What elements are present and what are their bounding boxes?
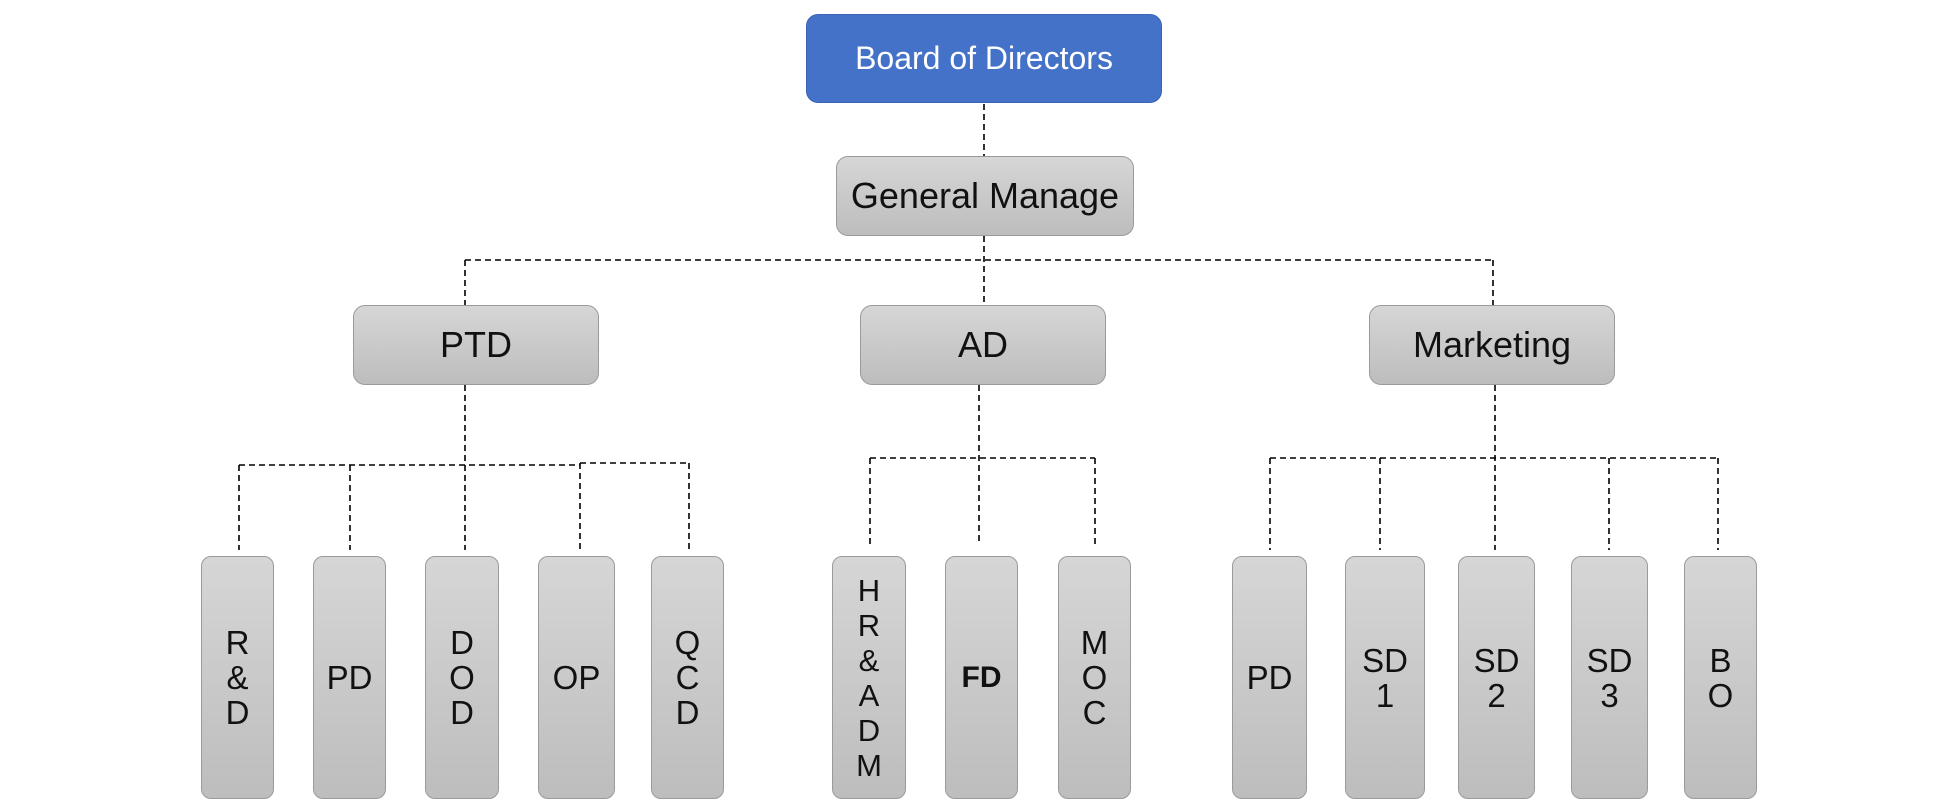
node-marketing-unit-sd1-label: SD 1: [1362, 641, 1408, 714]
node-ptd-unit-pd: PD: [313, 556, 386, 799]
node-marketing-unit-bo-label: B O: [1707, 641, 1734, 714]
node-ad-unit-moc-label: M O C: [1080, 624, 1109, 731]
node-general-manage: General Manage: [836, 156, 1134, 236]
node-marketing-unit-sd3-label: SD 3: [1586, 641, 1633, 714]
node-marketing-unit-pd: PD: [1232, 556, 1307, 799]
node-ad-unit-hradm-label: H R & A D M: [856, 572, 882, 783]
node-ad-unit-fd: FD: [945, 556, 1018, 799]
node-ad-label: AD: [957, 324, 1008, 365]
node-ad-unit-hradm: H R & A D M: [832, 556, 906, 799]
node-marketing-unit-sd2-label: SD 2: [1473, 641, 1520, 714]
node-ptd-unit-pd-label: PD: [326, 659, 373, 696]
node-ad: AD: [860, 305, 1106, 385]
node-ptd-unit-qcd-label: Q C D: [674, 624, 701, 731]
node-marketing-unit-pd-label: PD: [1246, 659, 1293, 696]
node-general-manage-label: General Manage: [850, 175, 1120, 216]
node-ptd-unit-op-label: OP: [552, 659, 601, 696]
node-marketing-label: Marketing: [1412, 324, 1572, 365]
node-ptd-unit-qcd: Q C D: [651, 556, 724, 799]
node-ad-unit-fd-label: FD: [961, 661, 1002, 694]
node-board-of-directors-label: Board of Directors: [855, 40, 1113, 76]
node-ad-unit-moc: M O C: [1058, 556, 1131, 799]
node-marketing: Marketing: [1369, 305, 1615, 385]
node-ptd-unit-rd: R & D: [201, 556, 274, 799]
node-ptd-unit-rd-label: R & D: [225, 624, 250, 731]
node-ptd-unit-dod: D O D: [425, 556, 499, 799]
node-ptd-unit-dod-label: D O D: [449, 624, 475, 731]
node-ptd-label: PTD: [440, 324, 512, 365]
node-marketing-unit-sd3: SD 3: [1571, 556, 1648, 799]
node-ptd: PTD: [353, 305, 599, 385]
node-board-of-directors: Board of Directors: [806, 14, 1162, 103]
node-marketing-unit-sd2: SD 2: [1458, 556, 1535, 799]
node-marketing-unit-sd1: SD 1: [1345, 556, 1425, 799]
node-ptd-unit-op: OP: [538, 556, 615, 799]
node-marketing-unit-bo: B O: [1684, 556, 1757, 799]
